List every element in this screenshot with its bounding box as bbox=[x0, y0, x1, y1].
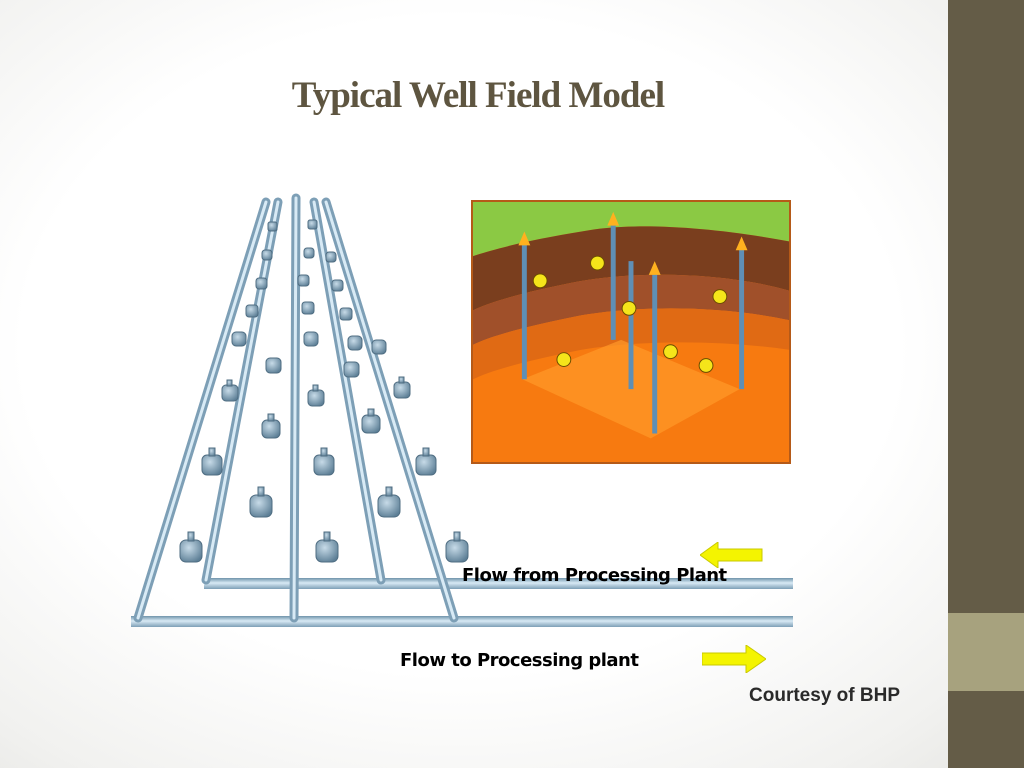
wellhead-icon bbox=[325, 251, 337, 263]
wellhead-icon bbox=[303, 247, 315, 259]
wellhead-icon bbox=[179, 531, 203, 563]
wellhead-icon bbox=[315, 531, 339, 563]
wellhead-icon bbox=[267, 221, 278, 232]
wellhead-icon bbox=[265, 357, 282, 374]
wellhead-icon bbox=[249, 486, 273, 518]
flow-to-processing-label: Flow to Processing plant bbox=[400, 650, 639, 671]
wellhead-icon bbox=[307, 384, 325, 407]
wellhead-icon bbox=[303, 331, 319, 347]
wellhead-icon bbox=[347, 335, 363, 351]
wellhead-icon bbox=[393, 376, 411, 399]
slide-title: Typical Well Field Model bbox=[291, 75, 665, 116]
wellhead-icon bbox=[331, 279, 344, 292]
wellhead-icon bbox=[371, 339, 387, 355]
wellhead-icon bbox=[245, 304, 259, 318]
wellhead-icon bbox=[261, 413, 281, 439]
wellhead-icon bbox=[339, 307, 353, 321]
upper-trunk-pipe bbox=[204, 578, 793, 589]
wellhead-icon bbox=[307, 219, 318, 230]
wellhead-icon bbox=[343, 361, 360, 378]
wellhead-icon bbox=[231, 331, 247, 347]
wellhead-icon bbox=[445, 531, 469, 563]
arrow-right-icon bbox=[702, 645, 766, 673]
sidebar-accent-light bbox=[948, 613, 1024, 691]
wellhead-icon bbox=[261, 249, 273, 261]
wellhead-icon bbox=[255, 277, 268, 290]
aquifer-cross-section-image bbox=[471, 200, 791, 464]
wellhead-icon bbox=[361, 408, 381, 434]
wellhead-icon bbox=[313, 447, 335, 476]
flow-from-processing-label: Flow from Processing Plant bbox=[462, 565, 727, 586]
wellheads bbox=[179, 219, 469, 563]
wellhead-icon bbox=[221, 379, 239, 402]
arrow-left-icon bbox=[700, 542, 763, 568]
image-credit: Courtesy of BHP bbox=[749, 685, 900, 706]
wellhead-icon bbox=[301, 301, 315, 315]
wellhead-icon bbox=[377, 486, 401, 518]
wellhead-icon bbox=[297, 274, 310, 287]
lower-trunk-pipe bbox=[131, 616, 793, 627]
well-field-pipe-diagram bbox=[131, 193, 793, 627]
wellhead-icon bbox=[201, 447, 223, 476]
wellhead-icon bbox=[415, 447, 437, 476]
